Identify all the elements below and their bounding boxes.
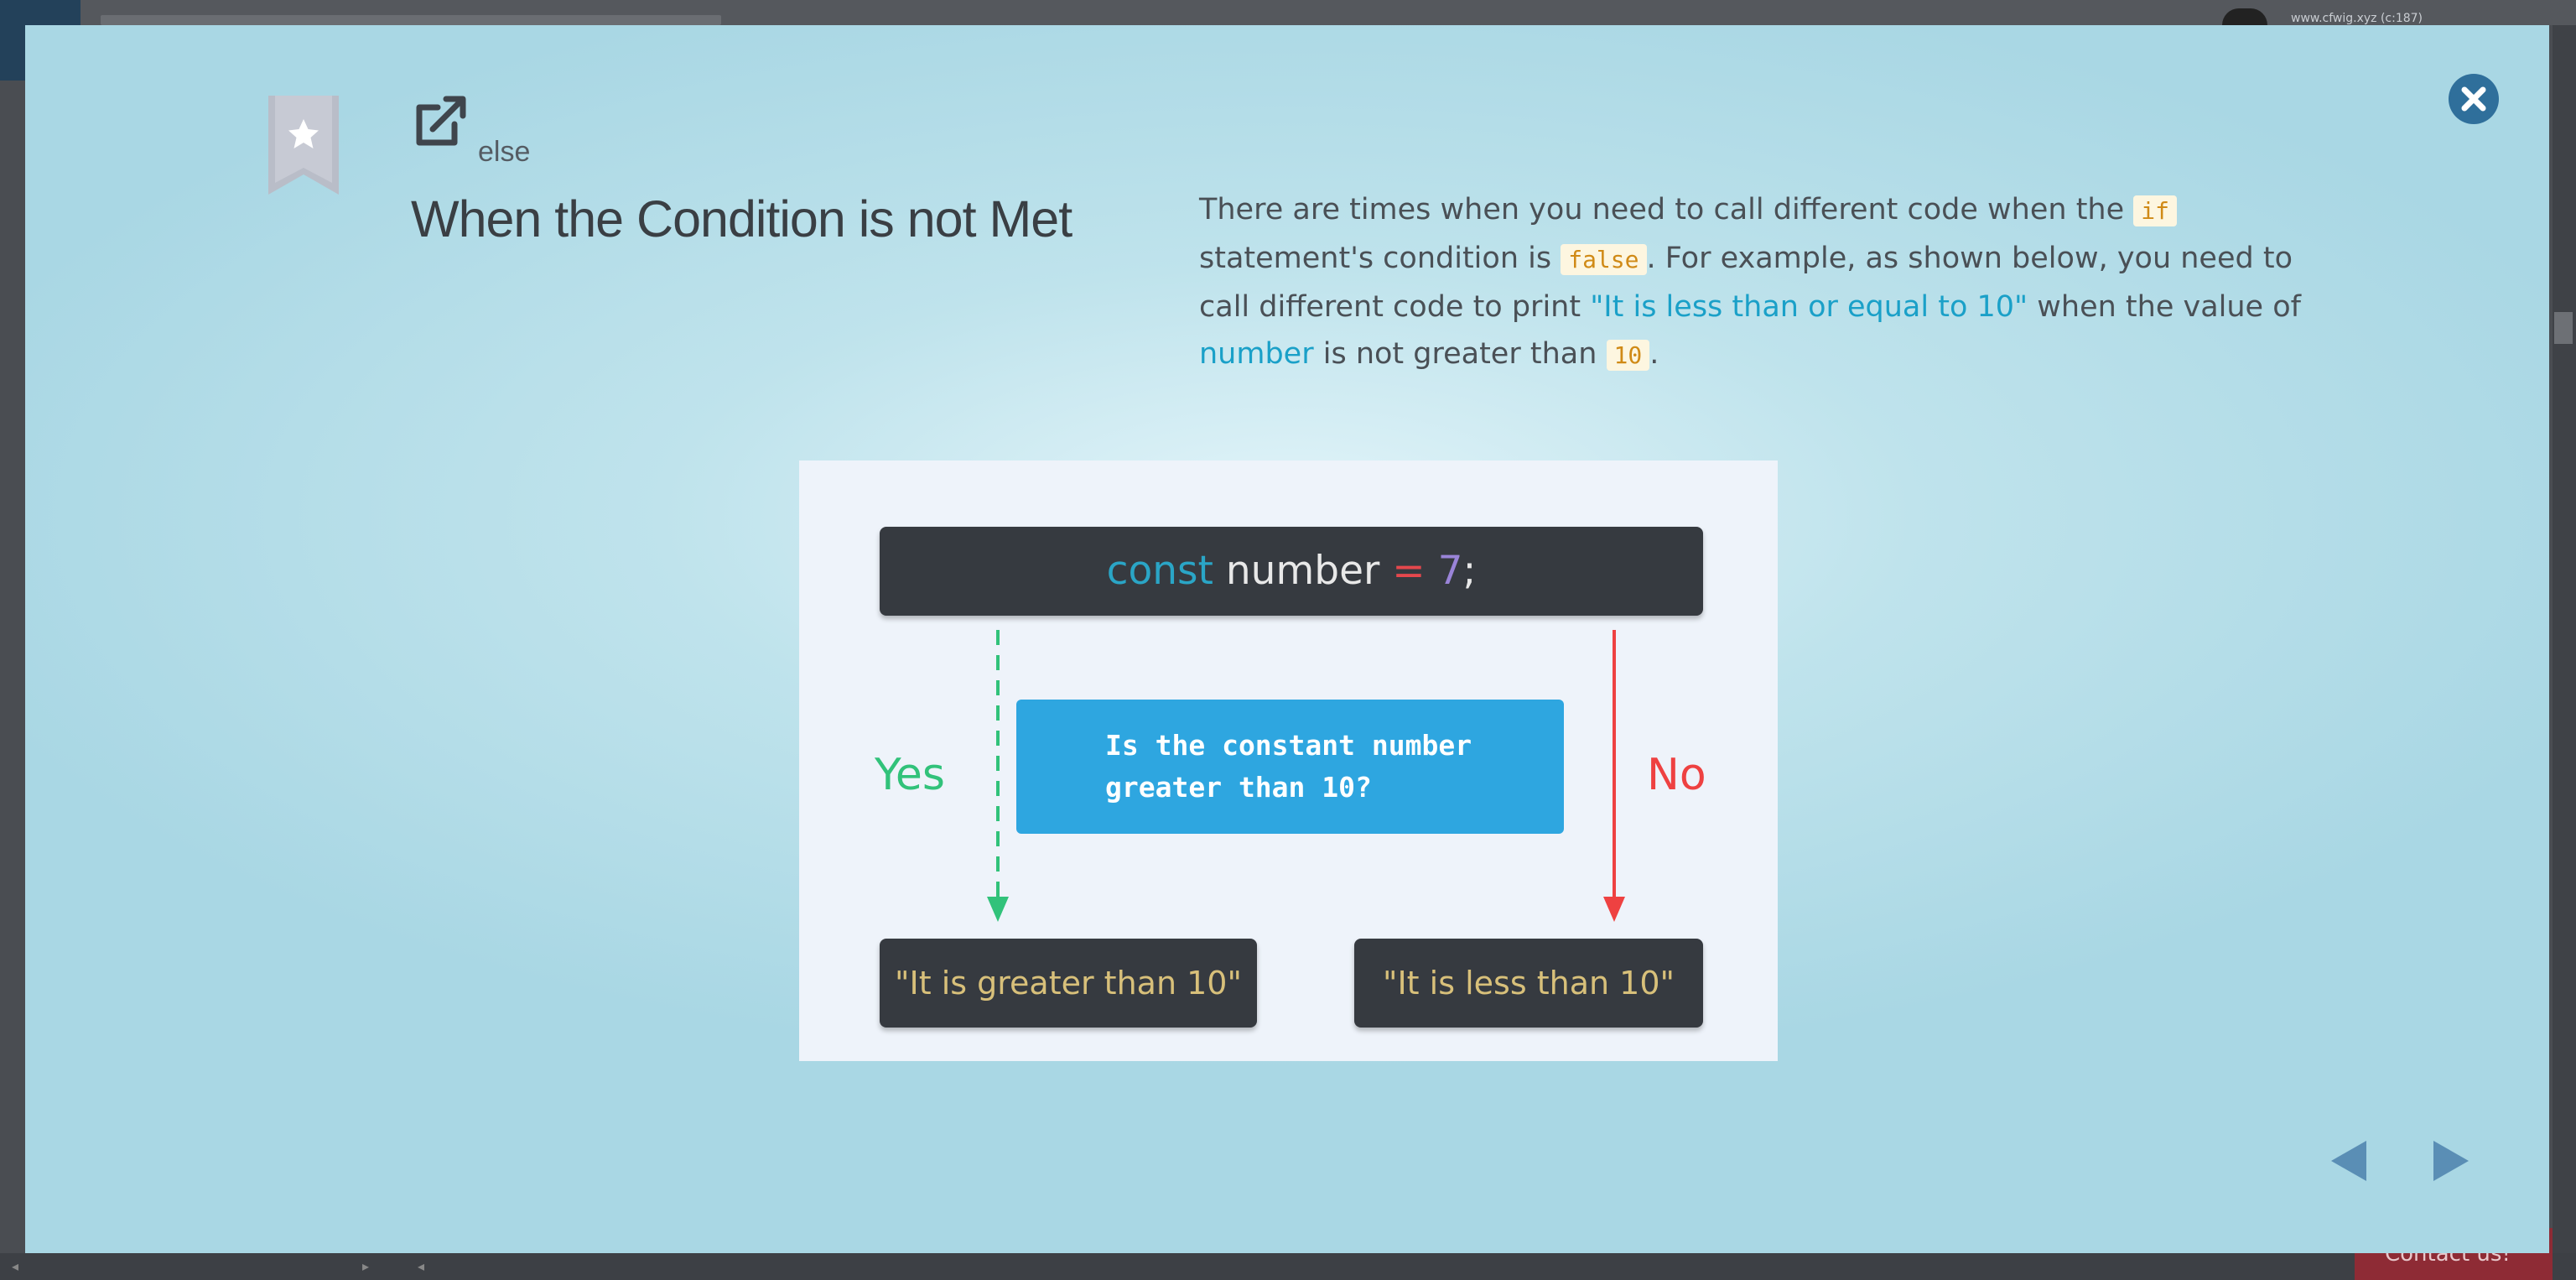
yes-arrow-head xyxy=(987,897,1009,922)
desc-text-6: . xyxy=(1649,337,1659,371)
background-scrollbar xyxy=(2553,25,2576,1253)
desc-text-1: There are times when you need to call di… xyxy=(1199,193,2134,226)
code-semicolon: ; xyxy=(1462,548,1477,594)
flow-arrows xyxy=(987,630,1625,922)
lesson-modal: else When the Condition is not Met There… xyxy=(25,25,2549,1253)
code-keyword: const xyxy=(1106,548,1213,594)
background-search-bar xyxy=(101,15,721,25)
background-url-text: www.cfwig.xyz (c:187) xyxy=(2291,12,2423,25)
result-yes-box: "It is greater than 10" xyxy=(880,939,1257,1028)
code-value: 7 xyxy=(1437,548,1463,594)
external-link-icon[interactable] xyxy=(413,92,470,149)
string-highlight: "It is less than or equal to 10" xyxy=(1590,290,2028,324)
condition-question: Is the constant number greater than 10? xyxy=(1016,700,1564,834)
bookmark-star-icon[interactable] xyxy=(268,96,339,195)
lesson-kicker: else xyxy=(478,136,531,168)
code-operator: = xyxy=(1392,548,1426,594)
code-false: false xyxy=(1561,244,1647,275)
code-if: if xyxy=(2133,195,2177,226)
yes-label: Yes xyxy=(875,750,945,800)
code-statement: const number = 7; xyxy=(880,527,1703,616)
no-label: No xyxy=(1647,750,1706,800)
no-arrow-head xyxy=(1603,897,1625,922)
desc-text-3: . For example, as shown below, you need … xyxy=(1199,242,2293,324)
desc-text-5: is not greater than xyxy=(1313,337,1607,371)
close-icon[interactable] xyxy=(2447,72,2501,126)
background-scroll-left-icon: ◂ xyxy=(12,1258,19,1274)
background-bottom-bar xyxy=(0,1253,2576,1280)
question-line-1: Is the constant number xyxy=(1105,729,1472,762)
background-avatar xyxy=(2222,8,2267,25)
page-title: When the Condition is not Met xyxy=(411,190,1072,247)
code-variable: number xyxy=(1225,548,1380,594)
lesson-description: There are times when you need to call di… xyxy=(1199,186,2306,379)
result-no-box: "It is less than 10" xyxy=(1354,939,1703,1028)
flowchart-diagram: const number = 7; Yes No Is the constant… xyxy=(799,460,1778,1061)
triangle-left-icon[interactable] xyxy=(2328,1137,2370,1184)
desc-text-2: statement's condition is xyxy=(1199,242,1561,275)
background-scroll-right-icon: ▸ xyxy=(362,1258,370,1274)
code-10: 10 xyxy=(1606,340,1650,371)
desc-text-4: when the value of xyxy=(2028,290,2301,324)
question-line-2: greater than 10? xyxy=(1105,771,1372,804)
variable-highlight: number xyxy=(1199,337,1314,371)
triangle-right-icon[interactable] xyxy=(2430,1137,2472,1184)
background-scrollbar-thumb xyxy=(2554,312,2573,344)
background-scroll-left-icon-2: ◂ xyxy=(418,1258,425,1274)
